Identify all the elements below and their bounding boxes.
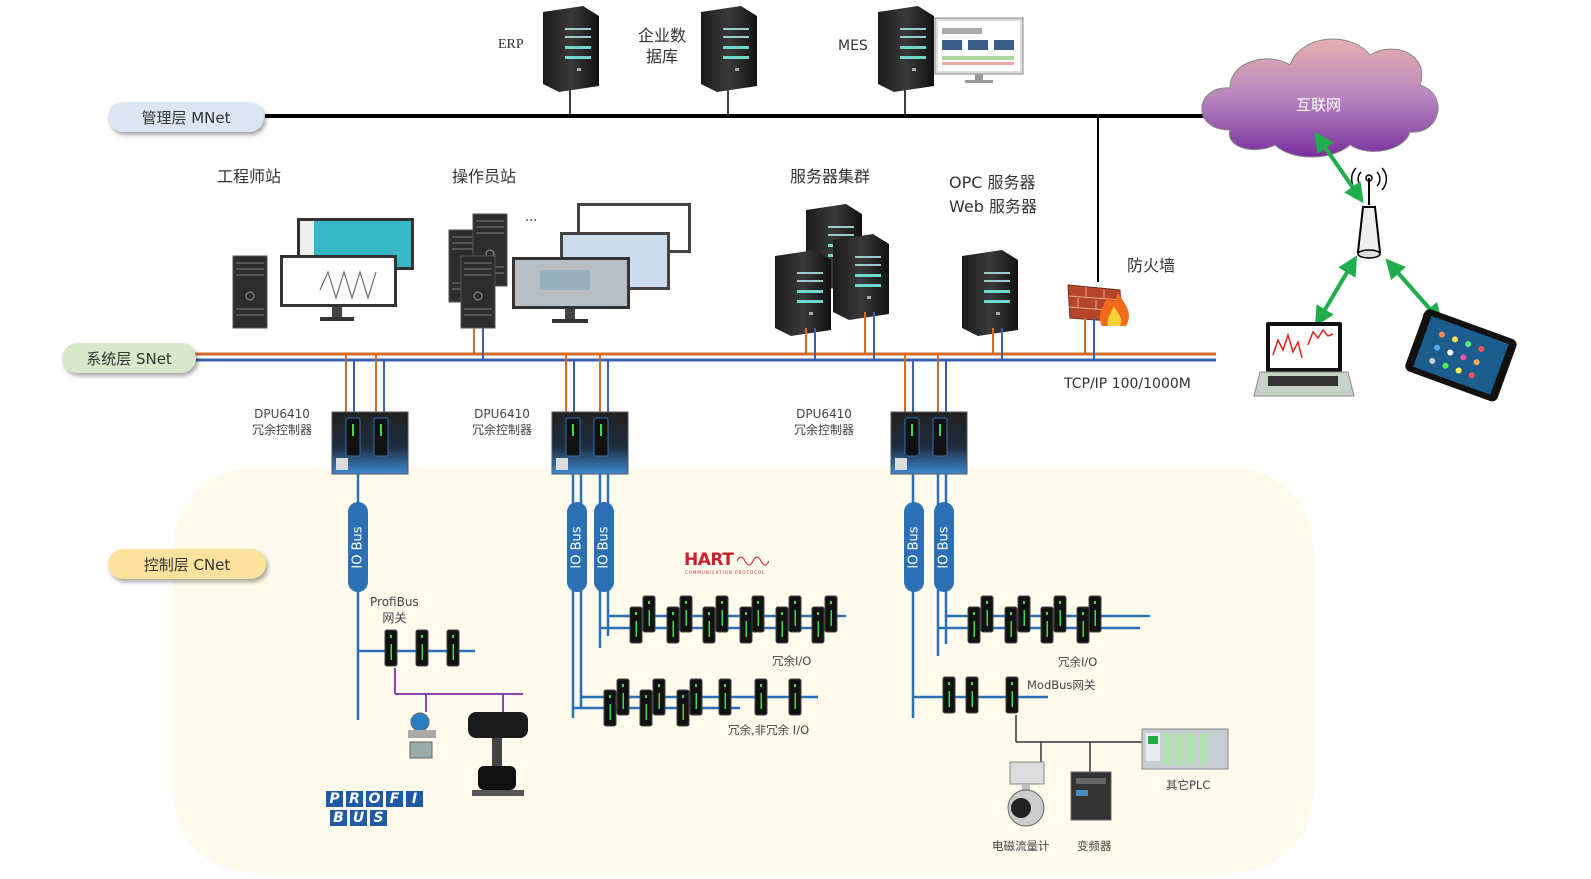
snet-bus-lines bbox=[195, 352, 1216, 362]
io-bus-3a-label: IO Bus bbox=[906, 525, 922, 569]
modbus-gateway-label: ModBus网关 bbox=[1027, 678, 1096, 692]
controller-3-model: DPU6410 bbox=[796, 407, 852, 421]
layer-label-cnet: 控制层 CNet bbox=[108, 549, 266, 579]
mes-server-icon bbox=[878, 6, 934, 92]
database-server-icon bbox=[701, 6, 757, 92]
server-cluster-label: 服务器集群 bbox=[790, 167, 871, 186]
operator-tower-3-icon bbox=[460, 255, 496, 329]
erp-server-icon bbox=[543, 6, 599, 92]
io-bus-2a: IO Bus bbox=[567, 502, 587, 592]
controller-1-desc: 冗余控制器 bbox=[252, 422, 313, 437]
io-bus-3b: IO Bus bbox=[934, 502, 954, 592]
mixed-io-label: 冗余,非冗余 I/O bbox=[728, 723, 810, 737]
internet-cloud-icon bbox=[1201, 38, 1439, 158]
modbus-lines bbox=[1015, 715, 1150, 772]
layer-label-mnet: 管理层 MNet bbox=[108, 102, 264, 132]
mes-label: MES bbox=[838, 38, 868, 54]
io-bus-1-label: IO Bus bbox=[350, 525, 366, 569]
io-bus-3a: IO Bus bbox=[904, 502, 924, 592]
profibus-letter: O bbox=[366, 791, 383, 807]
profibus-letter: I bbox=[406, 791, 423, 807]
operator-station-label: 操作员站 bbox=[452, 167, 517, 186]
opc-server-label: OPC 服务器 bbox=[949, 173, 1036, 192]
erp-label: ERP bbox=[498, 37, 524, 52]
profibus-letter: U bbox=[350, 810, 367, 826]
redundant-io-modules-1 bbox=[629, 595, 838, 644]
hart-wave-icon bbox=[737, 556, 769, 566]
flowmeter-icon bbox=[1007, 761, 1045, 827]
io-bus-2b-label: IO Bus bbox=[596, 525, 612, 569]
profibus-gateway-label: ProfiBus 网关 bbox=[370, 595, 419, 626]
redundant-io-2-label: 冗余I/O bbox=[1058, 655, 1098, 669]
engineer-station-label: 工程师站 bbox=[217, 167, 282, 186]
control-valve-icon bbox=[468, 712, 528, 796]
database-label-line2: 据库 bbox=[646, 46, 679, 66]
operator-monitors-icon bbox=[512, 203, 691, 323]
opc-web-server-icon bbox=[962, 250, 1018, 336]
controller-2-desc: 冗余控制器 bbox=[472, 422, 533, 437]
io-bus-3b-label: IO Bus bbox=[936, 525, 952, 569]
controller-1-model: DPU6410 bbox=[254, 407, 310, 421]
profibus-gateway-modules bbox=[384, 629, 460, 667]
profibus-gateway-line1: ProfiBus bbox=[370, 595, 419, 609]
engineer-monitor-front-icon bbox=[280, 255, 397, 321]
database-label: 企业数 据库 bbox=[638, 26, 686, 68]
firewall-label: 防火墙 bbox=[1127, 256, 1176, 275]
redundant-io-1-label: 冗余I/O bbox=[772, 654, 812, 668]
io-bus-2b: IO Bus bbox=[594, 502, 614, 592]
profibus-gateway-line2: 网关 bbox=[382, 610, 407, 625]
modbus-gateway-modules bbox=[942, 676, 1019, 714]
engineer-tower-icon bbox=[232, 255, 268, 329]
io-bus-1: IO Bus bbox=[348, 502, 368, 592]
other-plc-label: 其它PLC bbox=[1166, 778, 1211, 792]
internet-label: 互联网 bbox=[1296, 96, 1342, 114]
wireless-arrow-laptop bbox=[1314, 255, 1358, 327]
tablet-icon bbox=[1405, 309, 1517, 402]
snet-drops bbox=[345, 312, 1095, 412]
profibus-letter: R bbox=[346, 791, 363, 807]
controller-2-label: DPU6410 冗余控制器 bbox=[472, 407, 532, 438]
cluster-server-2-icon bbox=[775, 250, 831, 336]
inverter-icon bbox=[1070, 771, 1112, 821]
flowmeter-label: 电磁流量计 bbox=[992, 839, 1050, 853]
controller-1-label: DPU6410 冗余控制器 bbox=[252, 407, 312, 438]
layer-label-snet: 系统层 SNet bbox=[62, 343, 196, 373]
tcpip-label: TCP/IP 100/1000M bbox=[1064, 376, 1191, 392]
io-bus-2a-label: IO Bus bbox=[569, 525, 585, 569]
profibus-letter: F bbox=[386, 791, 403, 807]
laptop-icon bbox=[1253, 322, 1355, 397]
dpu-controller-3-icon bbox=[890, 411, 968, 475]
firewall-icon bbox=[1067, 284, 1129, 326]
cluster-server-3-icon bbox=[833, 234, 889, 320]
wireless-arrow-cloud bbox=[1314, 131, 1364, 204]
profibus-lines bbox=[394, 668, 523, 712]
dpu-controller-2-icon bbox=[551, 411, 629, 475]
redundant-io-modules-2 bbox=[967, 595, 1102, 644]
pressure-transmitter-icon bbox=[408, 712, 436, 759]
controller-3-label: DPU6410 冗余控制器 bbox=[794, 407, 854, 438]
profibus-logo: P R O F I B U S bbox=[316, 791, 423, 829]
hart-logo: HART bbox=[684, 550, 734, 570]
mes-monitor-icon bbox=[934, 17, 1024, 83]
other-plc-icon bbox=[1141, 728, 1229, 770]
controller-3-desc: 冗余控制器 bbox=[794, 422, 855, 437]
dpu-controller-1-icon bbox=[331, 411, 409, 475]
profibus-letter: B bbox=[330, 810, 347, 826]
operator-ellipsis: ... bbox=[525, 210, 538, 225]
wireless-router-icon bbox=[1350, 167, 1388, 259]
hart-subtitle: COMMUNICATION PROTOCOL bbox=[685, 570, 766, 575]
mixed-io-modules bbox=[603, 678, 802, 727]
wireless-arrow-tablet bbox=[1385, 258, 1443, 324]
profibus-letter: P bbox=[326, 791, 343, 807]
profibus-letter: S bbox=[370, 810, 387, 826]
database-label-line1: 企业数 bbox=[638, 26, 687, 45]
web-server-label: Web 服务器 bbox=[949, 197, 1037, 216]
inverter-label: 变频器 bbox=[1077, 839, 1112, 853]
controller-2-model: DPU6410 bbox=[474, 407, 530, 421]
